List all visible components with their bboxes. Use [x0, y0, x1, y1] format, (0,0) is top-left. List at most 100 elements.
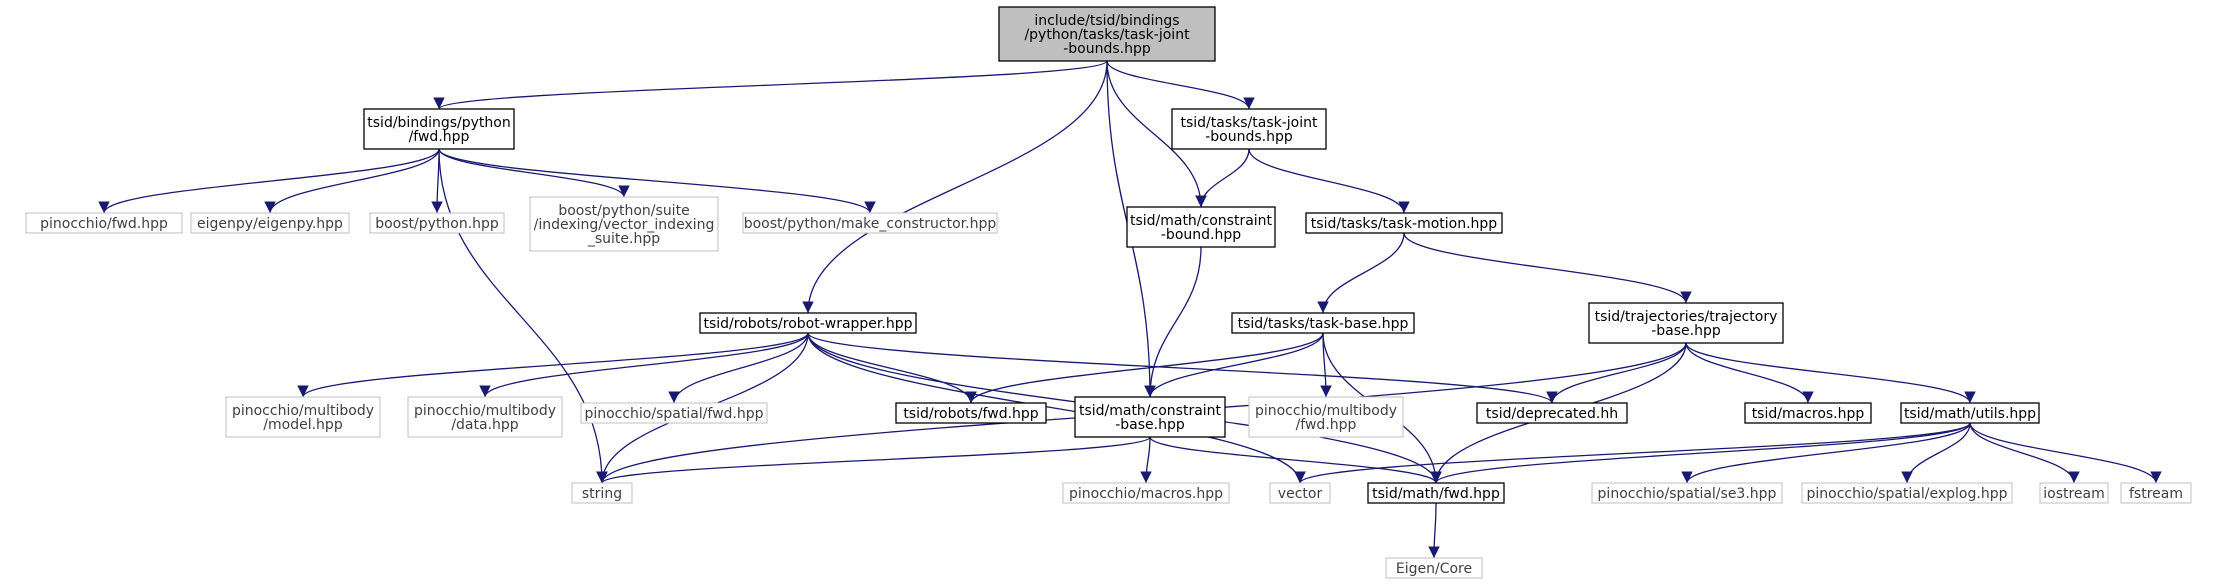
node-box: [571, 482, 633, 504]
node-box: [1062, 482, 1230, 504]
node-tsid-robots-fwd-hpp[interactable]: tsid/robots/fwd.hpp: [895, 402, 1047, 424]
node-label-line: boost/python/make_constructor.hpp: [744, 216, 997, 232]
edge-tj_bounds-to-c_bound: [1195, 148, 1250, 208]
edge-traj_base-to-deprecated: [1546, 342, 1687, 404]
node-box: [1126, 206, 1276, 248]
edge-c_base-to-math_fwd: [1149, 436, 1442, 484]
node-tsid-trajectories-trajectory-base-hpp[interactable]: tsid/trajectories/trajectory-base.hpp: [1588, 302, 1784, 344]
node-box: [742, 212, 998, 234]
node-tsid-math-utils-hpp[interactable]: tsid/math/utils.hpp: [1900, 402, 2040, 424]
node-label-line: -bound.hpp: [1161, 227, 1241, 243]
node-label-line: include/tsid/bindings: [1034, 13, 1179, 29]
edge-utils-to-se3: [1681, 422, 1971, 484]
edge-task_base-to-c_base: [1144, 332, 1324, 398]
edge-py_fwd-to-eigenpy: [264, 148, 440, 214]
edge-root-to-c_bound: [1106, 60, 1207, 208]
node-label-line: /model.hpp: [263, 417, 343, 433]
node-pinocchio-spatial-fwd-hpp: pinocchio/spatial/fwd.hpp: [580, 402, 768, 424]
node-tsid-bindings-python-fwd-hpp[interactable]: tsid/bindings/python/fwd.hpp: [363, 108, 515, 150]
node-label-line: iostream: [2043, 486, 2105, 502]
node-tsid-deprecated-hh[interactable]: tsid/deprecated.hh: [1476, 402, 1628, 424]
node-tsid-math-fwd-hpp[interactable]: tsid/math/fwd.hpp: [1367, 482, 1505, 504]
edge-py_fwd-to-vec_idx: [438, 148, 630, 198]
node-box: [1305, 212, 1503, 234]
node-box: [1591, 482, 1783, 504]
node-box: [699, 312, 917, 334]
node-label-line: tsid/math/utils.hpp: [1904, 406, 2036, 422]
node-label-line: /data.hpp: [451, 417, 518, 433]
node-box: [998, 6, 1216, 62]
node-label-line: fstream: [2129, 486, 2183, 502]
edge-utils-to-explog: [1901, 422, 1971, 484]
node-pinocchio-spatial-se3-hpp: pinocchio/spatial/se3.hpp: [1591, 482, 1783, 504]
node-label-line: tsid/tasks/task-motion.hpp: [1311, 216, 1498, 232]
node-tsid-math-constraint-base-hpp[interactable]: tsid/math/constraint-base.hpp: [1074, 396, 1226, 438]
node-label-line: tsid/tasks/task-joint: [1181, 115, 1318, 131]
node-box: [1367, 482, 1505, 504]
edge-root-to-py_fwd: [433, 60, 1108, 110]
node-box: [1231, 312, 1415, 334]
node-label-line: /fwd.hpp: [1296, 417, 1357, 433]
node-box: [190, 212, 350, 234]
node-label-line: -bounds.hpp: [1063, 41, 1151, 57]
node-label-line: _suite.hpp: [587, 231, 660, 247]
edge-traj_base-to-utils: [1685, 342, 1976, 404]
node-pinocchio-fwd-hpp: pinocchio/fwd.hpp: [25, 212, 183, 234]
node-box: [1744, 402, 1872, 424]
node-box: [2039, 482, 2109, 504]
edge-robot_wrapper-to-robots_fwd: [807, 332, 977, 404]
node-pinocchio-spatial-explog-hpp: pinocchio/spatial/explog.hpp: [1801, 482, 2013, 504]
node-label-line: /python/tasks/task-joint: [1024, 27, 1190, 43]
node-label-line: tsid/math/fwd.hpp: [1372, 486, 1500, 502]
edge-py_fwd-to-pin_fwd: [98, 148, 440, 214]
node-fstream: fstream: [2120, 482, 2192, 504]
node-label-line: boost/python.hpp: [375, 216, 499, 232]
node-box: [25, 212, 183, 234]
node-include-tsid-bindings-python-tasks-task-joint-bounds-hpp[interactable]: include/tsid/bindings/python/tasks/task-…: [998, 6, 1216, 62]
edge-utils-to-iostream: [1969, 422, 2080, 484]
edge-robot_wrapper-to-pin_model: [297, 332, 809, 398]
node-label-line: tsid/bindings/python: [367, 115, 510, 131]
node-box: [1269, 482, 1331, 504]
node-pinocchio-macros-hpp: pinocchio/macros.hpp: [1062, 482, 1230, 504]
node-box: [895, 402, 1047, 424]
node-pinocchio-multibody-data-hpp: pinocchio/multibody/data.hpp: [407, 396, 563, 438]
node-label-line: tsid/tasks/task-base.hpp: [1238, 316, 1409, 332]
node-box: [580, 402, 768, 424]
edge-robot_wrapper-to-vector: [807, 332, 1306, 484]
node-label-line: tsid/macros.hpp: [1752, 406, 1865, 422]
node-label-line: -bounds.hpp: [1205, 129, 1293, 145]
node-eigenpy-eigenpy-hpp: eigenpy/eigenpy.hpp: [190, 212, 350, 234]
node-label-line: pinocchio/multibody: [232, 403, 374, 419]
edge-task_motion-to-traj_base: [1403, 232, 1692, 304]
edge-utils-to-fstream: [1969, 422, 2162, 484]
node-pinocchio-multibody-model-hpp: pinocchio/multibody/model.hpp: [225, 396, 381, 438]
node-box: [1476, 402, 1628, 424]
node-tsid-robots-robot-wrapper-hpp[interactable]: tsid/robots/robot-wrapper.hpp: [699, 312, 917, 334]
node-tsid-tasks-task-joint-bounds-hpp[interactable]: tsid/tasks/task-joint-bounds.hpp: [1171, 108, 1327, 150]
node-boost-python-make-constructor-hpp: boost/python/make_constructor.hpp: [742, 212, 998, 234]
edge-robot_wrapper-to-pin_data: [479, 332, 809, 398]
node-label-line: -base.hpp: [1651, 323, 1721, 339]
node-box: [1801, 482, 2013, 504]
node-tsid-tasks-task-base-hpp[interactable]: tsid/tasks/task-base.hpp: [1231, 312, 1415, 334]
node-boost-python-hpp: boost/python.hpp: [369, 212, 505, 234]
edges-layer: [98, 60, 2162, 559]
edge-utils-to-vector: [1294, 422, 1971, 484]
edge-c_base-to-pin_macros: [1140, 436, 1152, 484]
edge-c_bound-to-c_base: [1144, 246, 1202, 398]
edge-task_base-to-robots_fwd: [965, 332, 1324, 404]
node-tsid-math-constraint-bound-hpp[interactable]: tsid/math/constraint-bound.hpp: [1126, 206, 1276, 248]
node-box: [407, 396, 563, 438]
node-label-line: pinocchio/multibody: [414, 403, 556, 419]
node-tsid-macros-hpp[interactable]: tsid/macros.hpp: [1744, 402, 1872, 424]
node-label-line: tsid/deprecated.hh: [1486, 406, 1618, 422]
node-iostream: iostream: [2039, 482, 2109, 504]
node-label-line: -base.hpp: [1115, 417, 1185, 433]
edge-utils-to-math_fwd: [1430, 422, 1971, 484]
node-box: [363, 108, 515, 150]
node-tsid-tasks-task-motion-hpp[interactable]: tsid/tasks/task-motion.hpp: [1305, 212, 1503, 234]
node-label-line: tsid/math/constraint: [1130, 213, 1273, 229]
edge-task_motion-to-task_base: [1317, 232, 1405, 314]
